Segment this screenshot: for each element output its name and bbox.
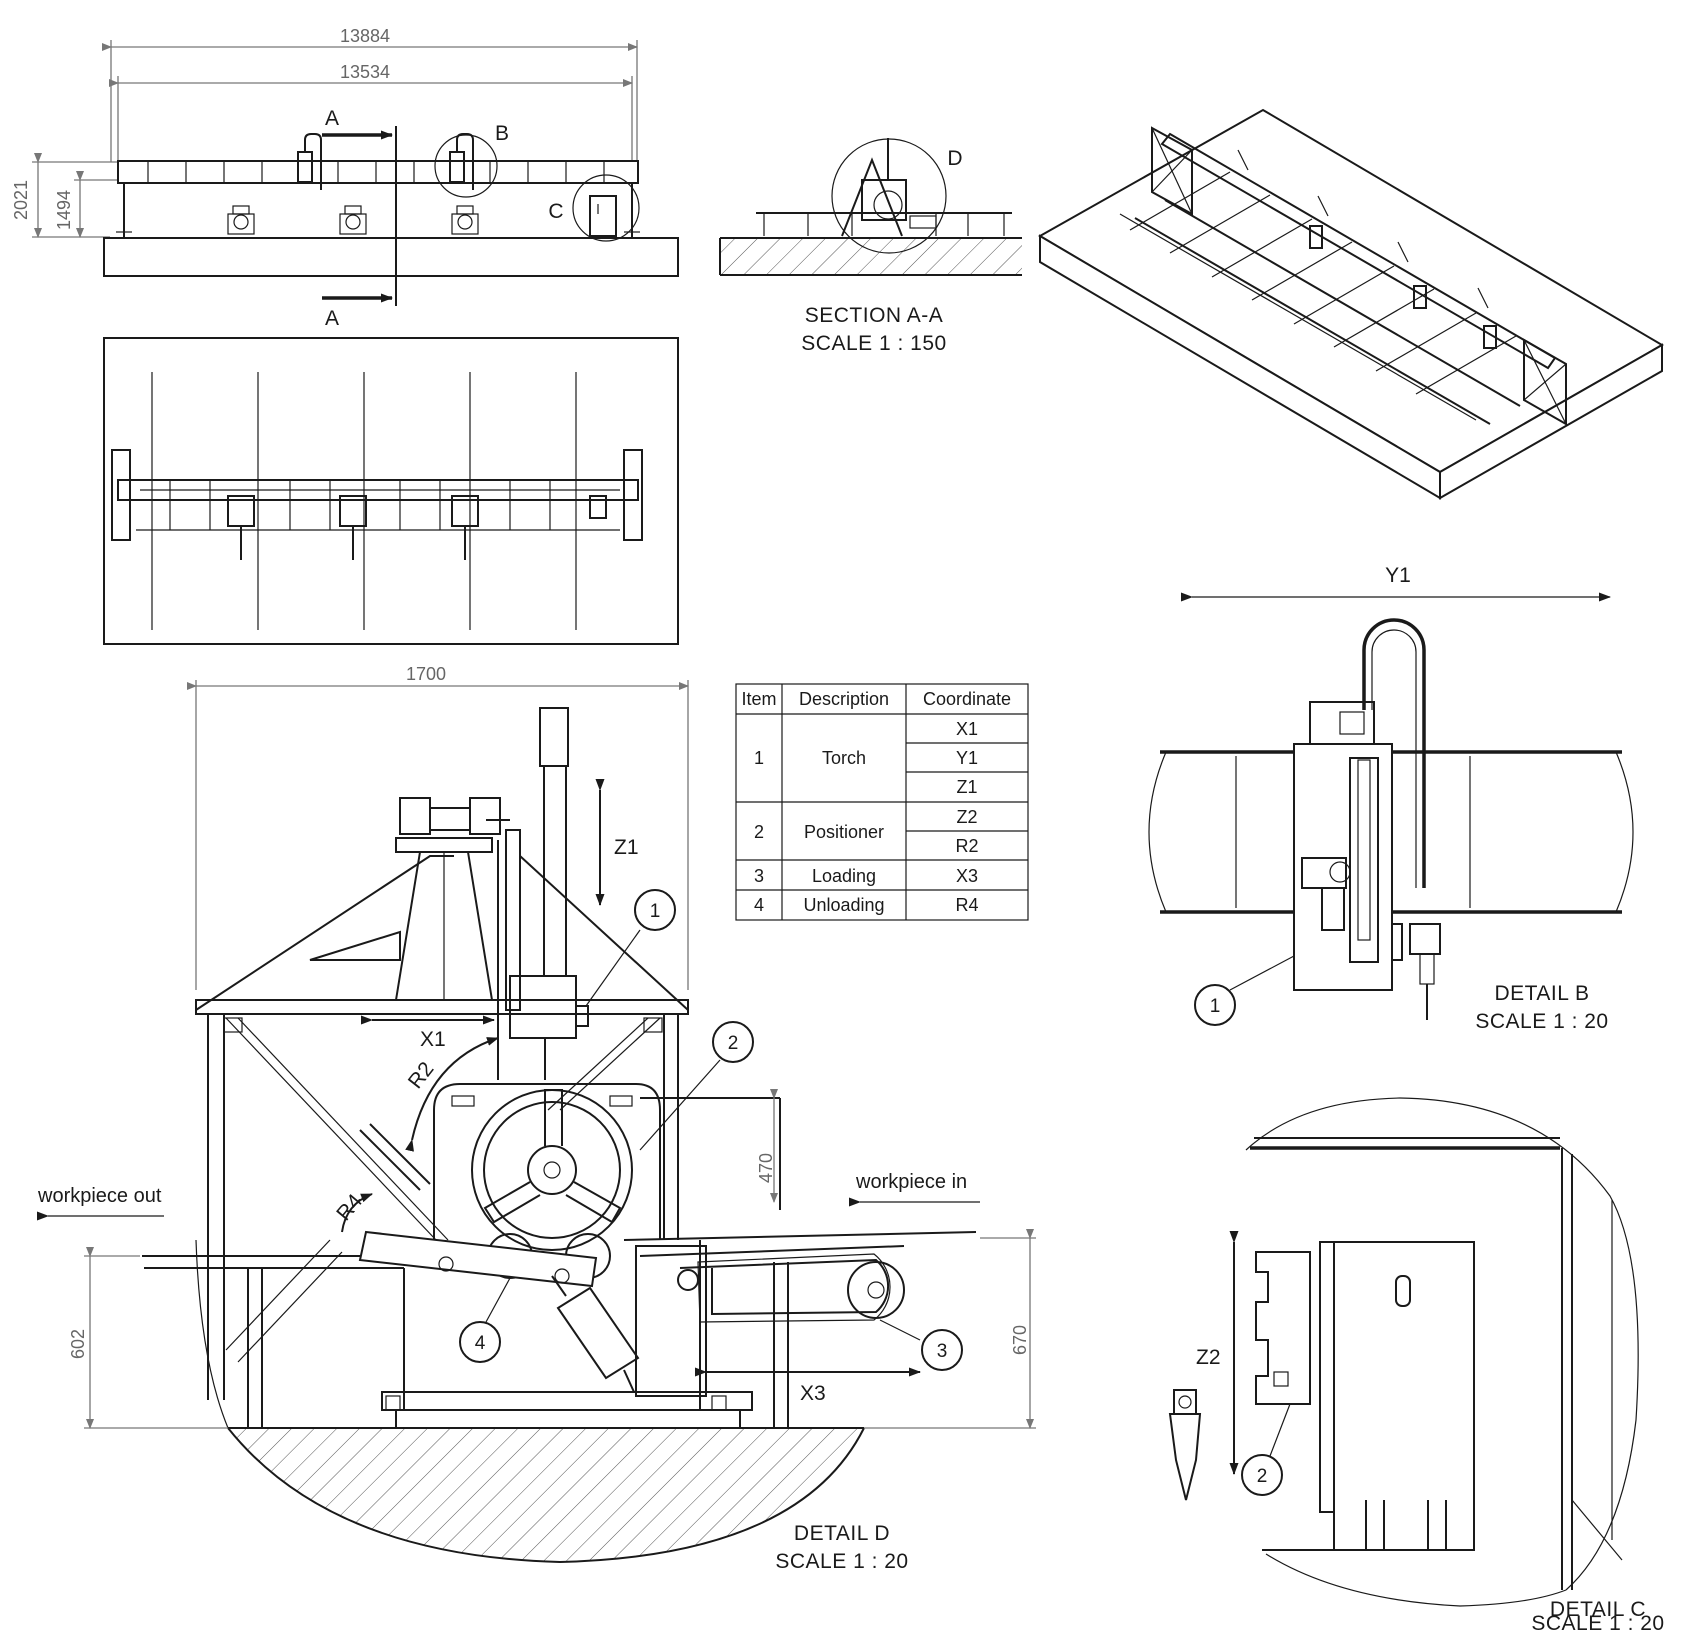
axis-label-y1: Y1	[1385, 564, 1411, 587]
balloon-b1-label: 1	[1210, 996, 1221, 1017]
table-cell-coordinate: X3	[956, 866, 978, 886]
table-cell-coordinate: Z2	[956, 807, 977, 827]
table-cell-description: Positioner	[804, 822, 884, 842]
detail-c-view: Z2 2 DETAIL C	[1168, 1097, 1646, 1621]
dim-axis-height: 470	[756, 1153, 776, 1183]
axis-label-z2: Z2	[1196, 1346, 1221, 1369]
caption-section-aa-title: SECTION A-A	[805, 304, 944, 327]
item-coordinate-table: Item Description Coordinate 1 Torch X1 Y…	[735, 683, 1029, 921]
dim-workpiece-out-height: 602	[68, 1329, 88, 1359]
detail-label-d: D	[947, 147, 962, 170]
plan-view	[103, 337, 679, 645]
front-elevation-view: 13884 13534 2021 1494	[11, 26, 679, 330]
table-header-item: Item	[741, 689, 776, 709]
caption-detail-b-title: DETAIL B	[1494, 982, 1589, 1005]
caption-detail-c-title: DETAIL C	[1550, 1598, 1646, 1621]
table-cell-item: 2	[754, 822, 764, 842]
table-cell-coordinate: Z1	[956, 777, 977, 797]
balloon-b1	[1194, 984, 1236, 1026]
dim-overall-length: 13884	[340, 26, 390, 46]
table-cell-description: Unloading	[803, 895, 884, 915]
axis-label-x3: X3	[800, 1382, 826, 1405]
table-cell-item: 4	[754, 895, 764, 915]
balloon-d1-label: 1	[650, 901, 661, 922]
section-label-a-bottom: A	[325, 307, 339, 330]
balloon-d3-label: 3	[937, 1341, 948, 1362]
table-cell-coordinate: R4	[955, 895, 978, 915]
caption-detail-d-scale: SCALE 1 : 20	[775, 1550, 908, 1573]
table-cell-description: Torch	[822, 748, 866, 768]
balloon-d2	[712, 1021, 754, 1063]
table-cell-coordinate: R2	[955, 836, 978, 856]
table-header-description: Description	[799, 689, 889, 709]
axis-label-z1: Z1	[614, 836, 639, 859]
axis-label-r4: R4	[332, 1190, 367, 1226]
balloon-d2-label: 2	[728, 1033, 739, 1054]
dim-beam-height: 1494	[54, 190, 74, 230]
caption-detail-b-scale: SCALE 1 : 20	[1475, 1010, 1608, 1033]
balloon-d4-label: 4	[475, 1333, 486, 1354]
axis-label-x1: X1	[420, 1028, 446, 1051]
table-cell-description: Loading	[812, 866, 876, 886]
table-cell-coordinate: Y1	[956, 748, 978, 768]
balloon-c2-label: 2	[1257, 1466, 1268, 1487]
caption-detail-d-title: DETAIL D	[794, 1522, 890, 1545]
section-aa-view: D SECTION A-A SCALE 1 : 150	[719, 138, 1022, 355]
table-cell-item: 3	[754, 866, 764, 886]
note-workpiece-out: workpiece out	[37, 1185, 162, 1207]
detail-label-b: B	[495, 122, 509, 145]
caption-detail-c-scale: SCALE 1 : 20	[1531, 1612, 1664, 1635]
dim-total-height: 2021	[11, 180, 31, 220]
note-workpiece-in: workpiece in	[855, 1171, 967, 1193]
dim-rail-length: 13534	[340, 62, 390, 82]
detail-b-view: Y1 1 DETAIL B SCALE 1 : 20	[1148, 564, 1634, 1033]
balloon-d1	[634, 889, 676, 931]
balloon-d4	[459, 1321, 501, 1363]
caption-section-aa-scale: SCALE 1 : 150	[801, 332, 946, 355]
detail-label-c: C	[548, 200, 563, 223]
balloon-d3	[921, 1329, 963, 1371]
dim-workpiece-in-height: 670	[1010, 1325, 1030, 1355]
isometric-view	[1038, 108, 1664, 500]
table-header-coordinate: Coordinate	[923, 689, 1011, 709]
table-cell-item: 1	[754, 748, 764, 768]
section-label-a-top: A	[325, 107, 339, 130]
balloon-c2	[1241, 1454, 1283, 1496]
dim-detail-width: 1700	[406, 664, 446, 684]
detail-d-view: 1700	[37, 664, 1036, 1573]
table-cell-coordinate: X1	[956, 719, 978, 739]
